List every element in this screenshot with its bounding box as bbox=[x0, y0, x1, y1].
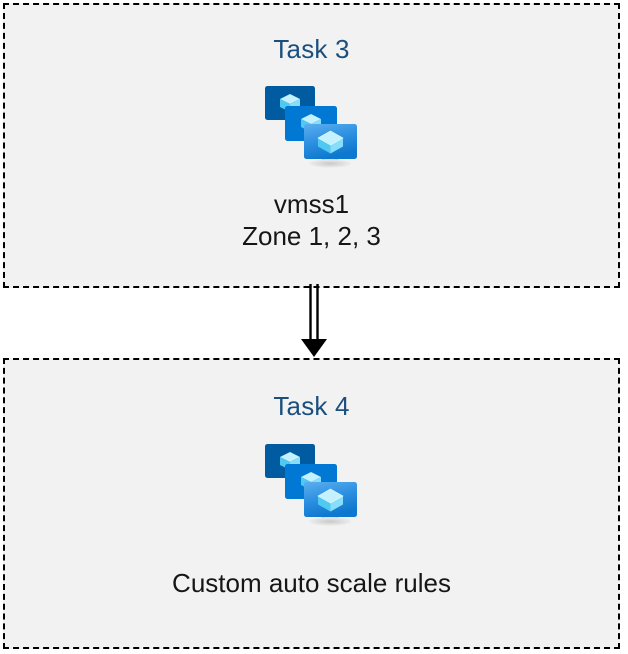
task-3-caption-line-1: vmss1 bbox=[273, 189, 350, 219]
task-3-title: Task 3 bbox=[273, 34, 350, 64]
task-3-caption-line-2: Zone 1, 2, 3 bbox=[242, 220, 381, 251]
task-4-title: Task 4 bbox=[273, 391, 350, 421]
task-box-task-4[interactable]: Task 4 bbox=[3, 358, 620, 649]
task-box-task-3[interactable]: Task 3 bbox=[3, 3, 620, 288]
virtual-machine-scale-set-icon bbox=[260, 438, 364, 530]
task-4-caption: Custom auto scale rules bbox=[172, 568, 451, 598]
virtual-machine-scale-set-icon bbox=[260, 80, 364, 172]
connector-arrow-task3-to-task4 bbox=[296, 284, 332, 360]
